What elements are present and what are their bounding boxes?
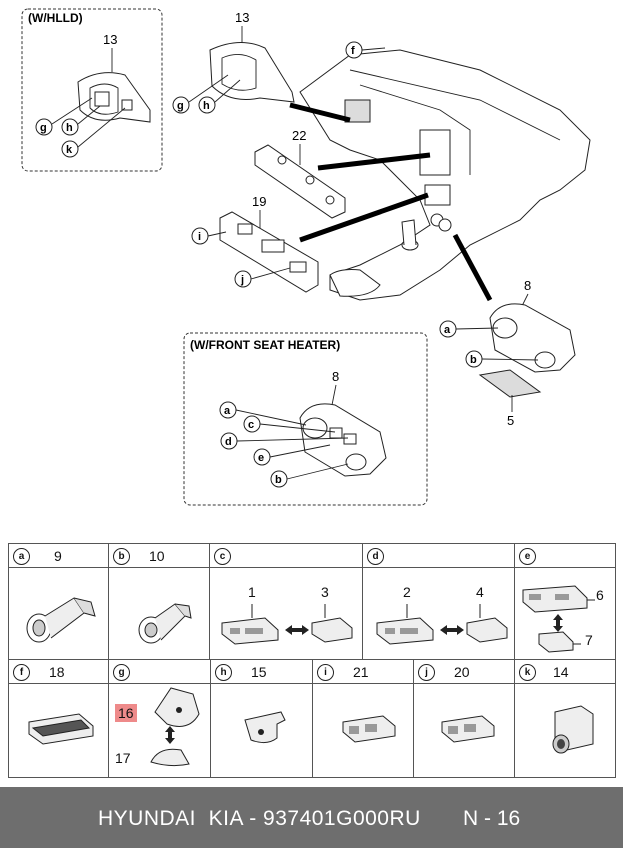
cell-k-body: [514, 683, 616, 778]
part-number-3: 3: [321, 584, 329, 600]
cell-e-body: 6 7: [514, 567, 616, 660]
switch-panel-f-icon: [28, 713, 94, 745]
part-number-16-highlighted: 16: [115, 704, 137, 722]
letter-h: h: [203, 100, 210, 112]
power-outlet-icon: [138, 603, 192, 644]
part-number-10: 10: [149, 548, 165, 564]
letter-badge-d: d: [367, 548, 384, 565]
switch-knob-g-icon: [150, 687, 200, 767]
part-number-18: 18: [49, 664, 65, 680]
letter-badge-j: j: [418, 664, 435, 681]
cell-g-header: g: [108, 659, 211, 684]
ref-22: 22: [292, 128, 306, 143]
letter-b-heater: b: [275, 474, 282, 486]
letter-g: g: [177, 100, 184, 112]
switch-knob-h-icon: [244, 711, 286, 744]
ref-19: 19: [252, 194, 266, 209]
switch-k-icon: [552, 705, 594, 754]
parts-table: a 9 b 10 c d e 1 3: [8, 543, 616, 778]
letter-i: i: [198, 231, 201, 243]
letter-k-hlld: k: [66, 144, 73, 156]
part-number-20: 20: [454, 664, 470, 680]
part-number-9: 9: [54, 548, 62, 564]
letter-c-heater: c: [248, 419, 254, 431]
cell-c-body: 1 3: [209, 567, 363, 660]
cell-b-header: b 10: [108, 543, 210, 568]
ref-8-right: 8: [524, 278, 531, 293]
letter-f: f: [351, 45, 355, 57]
letter-badge-a: a: [13, 548, 30, 565]
cigar-lighter-icon: [26, 597, 96, 643]
cell-h-header: h 15: [210, 659, 313, 684]
seat-heater-title: (W/FRONT SEAT HEATER): [190, 338, 340, 352]
seat-heater-box: [183, 332, 428, 506]
cell-j-body: [413, 683, 515, 778]
cell-g-body: 16 17: [108, 683, 211, 778]
letter-badge-h: h: [215, 664, 232, 681]
exploded-diagram: (W/HLLD) 13 g h k 13 g h f 22 19 i: [21, 8, 591, 506]
cell-i-header: i 21: [312, 659, 414, 684]
letter-e-heater: e: [258, 452, 264, 464]
cell-d-body: 2 4: [362, 567, 515, 660]
letter-g-hlld: g: [40, 122, 47, 134]
mat-5: [478, 369, 542, 398]
letter-j: j: [240, 274, 244, 286]
letter-h-hlld: h: [66, 122, 73, 134]
ref-8-heater: 8: [332, 369, 339, 384]
letter-a-heater: a: [224, 405, 231, 417]
hlld-box: [21, 8, 163, 172]
cell-c-header: c: [209, 543, 363, 568]
letter-a-right: a: [444, 324, 451, 336]
letter-badge-c: c: [214, 548, 231, 565]
cell-d-header: d: [362, 543, 515, 568]
switch-j-icon: [441, 715, 495, 743]
cell-e-header: e: [514, 543, 616, 568]
switch-i-icon: [342, 715, 396, 743]
cell-j-header: j 20: [413, 659, 515, 684]
switch-panel-13: [209, 42, 295, 103]
part-number-14: 14: [553, 664, 569, 680]
switch-strip-22: [254, 144, 346, 219]
switch-pair-c-icon: [221, 604, 353, 645]
letter-badge-i: i: [317, 664, 334, 681]
cell-f-header: f 18: [8, 659, 109, 684]
ref-5: 5: [507, 413, 514, 428]
part-number-2: 2: [403, 584, 411, 600]
part-number-7: 7: [585, 632, 593, 648]
part-number-1: 1: [248, 584, 256, 600]
part-number-6: 6: [596, 587, 604, 603]
letter-badge-f: f: [13, 664, 30, 681]
footer-banner: HYUNDAI KIA - 937401G000RU N - 16: [0, 787, 623, 848]
cell-h-body: [210, 683, 313, 778]
page-label: N - 16: [463, 807, 521, 830]
cell-b-body: [108, 567, 210, 660]
part-number-21: 21: [353, 664, 369, 680]
cell-a-header: a 9: [8, 543, 109, 568]
switch-pair-d-icon: [376, 604, 508, 645]
letter-badge-b: b: [113, 548, 130, 565]
cell-f-body: [8, 683, 109, 778]
ref-13-hlld: 13: [103, 32, 117, 47]
letter-badge-k: k: [519, 664, 536, 681]
hlld-title: (W/HLLD): [28, 11, 83, 25]
part-number-15: 15: [251, 664, 267, 680]
cell-k-header: k 14: [514, 659, 616, 684]
letter-d-heater: d: [225, 436, 232, 448]
letter-badge-g: g: [113, 664, 130, 681]
cell-i-body: [312, 683, 414, 778]
part-number-label: HYUNDAI KIA - 937401G000RU: [98, 807, 421, 830]
part-number-17: 17: [115, 750, 131, 766]
ref-13: 13: [235, 10, 249, 25]
letter-b-right: b: [470, 354, 477, 366]
letter-badge-e: e: [519, 548, 536, 565]
switch-pair-e-icon: [522, 585, 595, 653]
cell-a-body: [8, 567, 109, 660]
part-number-4: 4: [476, 584, 484, 600]
